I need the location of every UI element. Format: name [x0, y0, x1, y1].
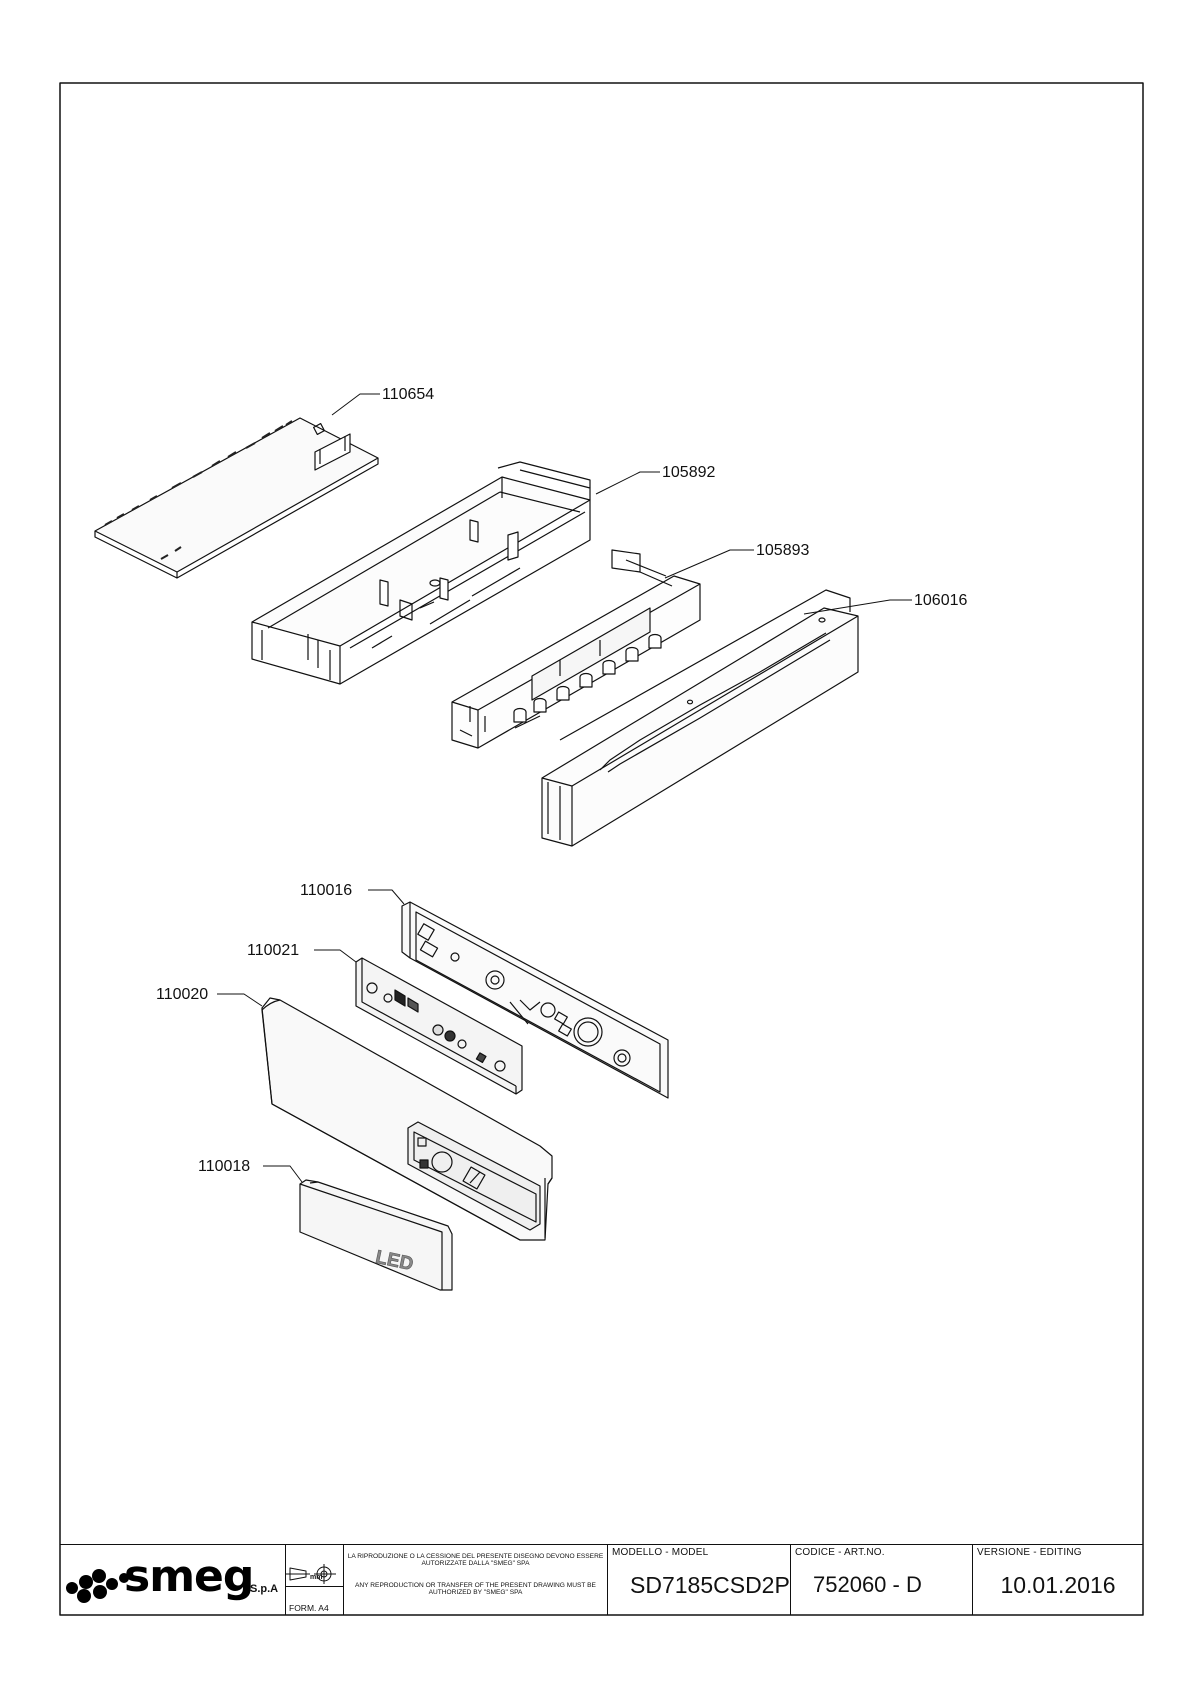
leader-105892: [595, 471, 660, 495]
drawing-frame: [59, 82, 1144, 1616]
leader-110016: [368, 889, 405, 905]
smeg-logo-suffix: S.p.A: [250, 1583, 279, 1595]
model-cell: MODELLO - MODEL SD7185CSD2P: [608, 1545, 791, 1615]
legal-notice-english: ANY REPRODUCTION OR TRANSFER OF THE PRES…: [355, 1582, 596, 1597]
legal-notice-italian: LA RIPRODUZIONE O LA CESSIONE DEL PRESEN…: [347, 1553, 604, 1568]
smeg-logo-mark: [66, 1569, 129, 1603]
smeg-logo-text: smeg: [124, 1551, 254, 1602]
callout-105893: 105893: [756, 542, 810, 559]
form-label: FORM. A4: [289, 1603, 329, 1613]
part-105892-housing: [251, 461, 591, 685]
mm-label: mm: [310, 1574, 323, 1581]
leader-106016: [803, 599, 912, 615]
leader-lines: [217, 393, 912, 1183]
part-106016-front-bar: [541, 589, 859, 847]
model-label: MODELLO - MODEL: [612, 1547, 709, 1558]
callout-110016: 110016: [300, 882, 353, 899]
code-cell: CODICE - ART.NO. 752060 - D: [791, 1545, 973, 1615]
legal-notice-cell: LA RIPRODUZIONE O LA CESSIONE DEL PRESEN…: [344, 1545, 608, 1615]
callout-110021: 110021: [247, 942, 300, 959]
version-value: 10.01.2016: [1000, 1572, 1116, 1598]
callout-110018: 110018: [198, 1158, 251, 1175]
callout-105892: 105892: [662, 464, 716, 481]
callout-106016: 106016: [914, 592, 968, 609]
part-105893-control-board: [451, 549, 701, 749]
callout-110654: 110654: [382, 386, 435, 403]
code-value: 752060 - D: [813, 1572, 922, 1597]
version-label: VERSIONE - EDITING: [977, 1547, 1082, 1558]
version-cell: VERSIONE - EDITING 10.01.2016: [973, 1545, 1143, 1615]
part-110016-display-frame: [401, 901, 669, 1099]
leader-110018: [263, 1165, 303, 1183]
part-110021-small-pcb: [355, 957, 523, 1095]
logo-cell: smeg S.p.A: [60, 1545, 286, 1615]
part-110020-front-panel: [261, 997, 553, 1241]
code-label: CODICE - ART.NO.: [795, 1547, 885, 1558]
part-110654-pcb: [94, 417, 379, 579]
projection-divider: [286, 1586, 343, 1587]
leader-105893: [664, 549, 754, 579]
projection-symbol-icon: [286, 1564, 336, 1584]
callout-110020: 110020: [156, 986, 209, 1003]
leader-110021: [314, 949, 357, 963]
title-block: smeg S.p.A mm FORM. A4 LA RIPRODUZIONE O…: [60, 1544, 1143, 1615]
projection-cell: mm FORM. A4: [286, 1545, 344, 1615]
model-value: SD7185CSD2P: [630, 1572, 790, 1598]
leader-110020: [217, 993, 263, 1007]
part-110018-led-cover: [299, 1179, 453, 1291]
leader-110654: [331, 393, 380, 416]
